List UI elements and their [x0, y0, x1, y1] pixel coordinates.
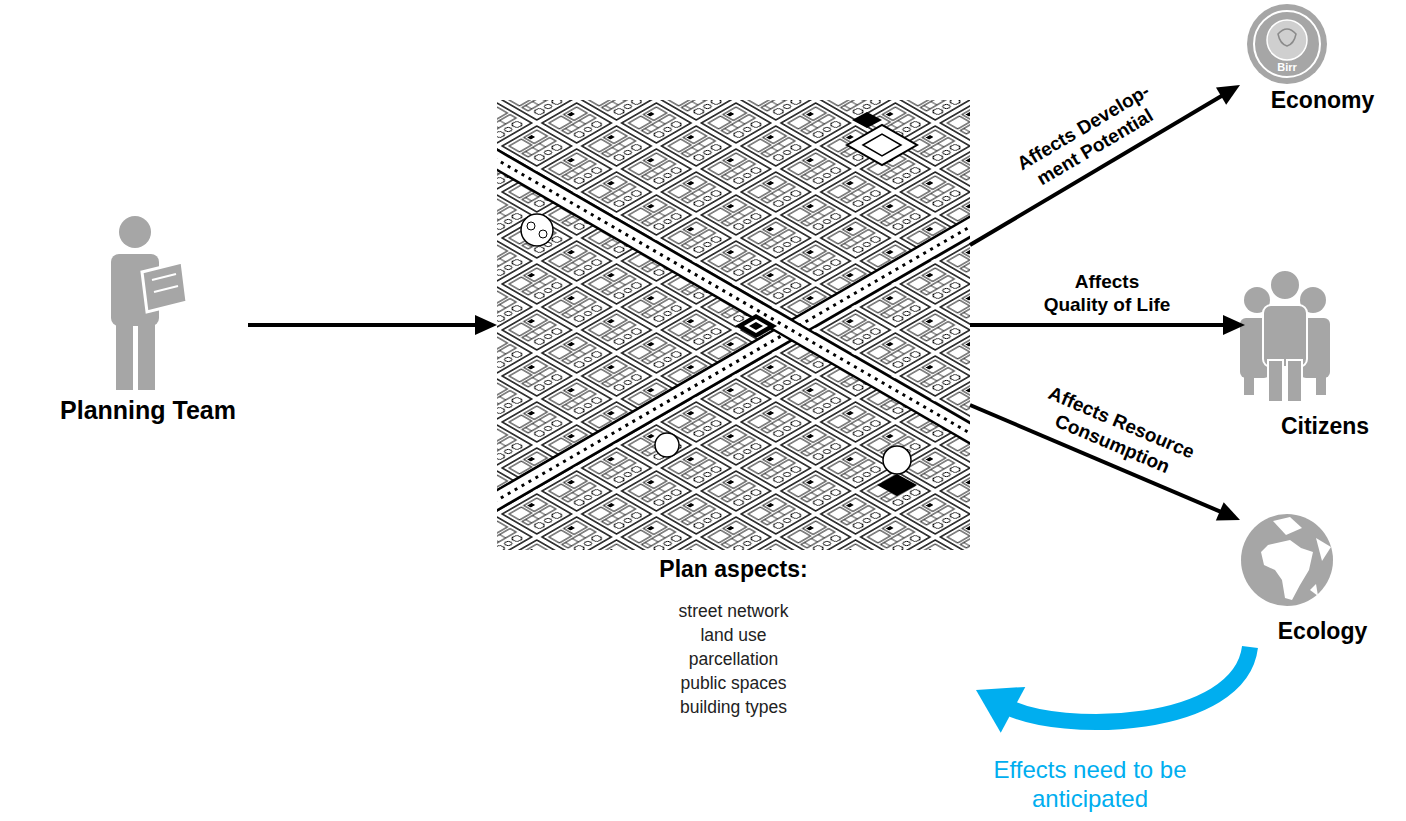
- planner-icon: [111, 216, 187, 390]
- node-label: Plan aspects:: [659, 555, 807, 583]
- plan-node: Plan aspects: street network land use par…: [497, 100, 970, 719]
- connector-arrow: [248, 315, 497, 335]
- coin-icon: [1247, 4, 1327, 84]
- city-plan-illustration: [497, 100, 970, 550]
- feedback-arrow: [976, 647, 1250, 733]
- globe-icon: [1241, 514, 1333, 606]
- citizens-node: Citizens: [1245, 265, 1405, 440]
- arrow-head: [475, 315, 497, 335]
- connector-line: [248, 323, 479, 327]
- connector-arrow: [970, 315, 1245, 335]
- planner-node: Planning Team: [48, 210, 248, 425]
- connector-line: [1006, 647, 1250, 722]
- arrow-head: [1216, 502, 1240, 520]
- citizens-icon: [1240, 270, 1330, 402]
- arrow-head: [1223, 315, 1245, 335]
- arrow-head: [1216, 85, 1240, 105]
- node-label: Citizens: [1281, 412, 1369, 440]
- edge-label: Affects Resource Consumption: [1030, 379, 1204, 488]
- edge-label: Affects Quality of Life: [1042, 270, 1173, 316]
- node-label: Ecology: [1278, 617, 1367, 645]
- node-body: street network land use parcellation pub…: [664, 599, 804, 719]
- connector-line: [970, 323, 1227, 327]
- coin-inscription: Birr: [1277, 61, 1297, 74]
- arrow-head: [976, 687, 1025, 733]
- economy-node: Economy: [1240, 2, 1405, 114]
- node-label: Planning Team: [60, 395, 236, 425]
- node-label: Economy: [1271, 86, 1375, 114]
- ecology-node: Ecology: [1240, 510, 1405, 645]
- edge-label: Effects need to be anticipated: [975, 755, 1205, 813]
